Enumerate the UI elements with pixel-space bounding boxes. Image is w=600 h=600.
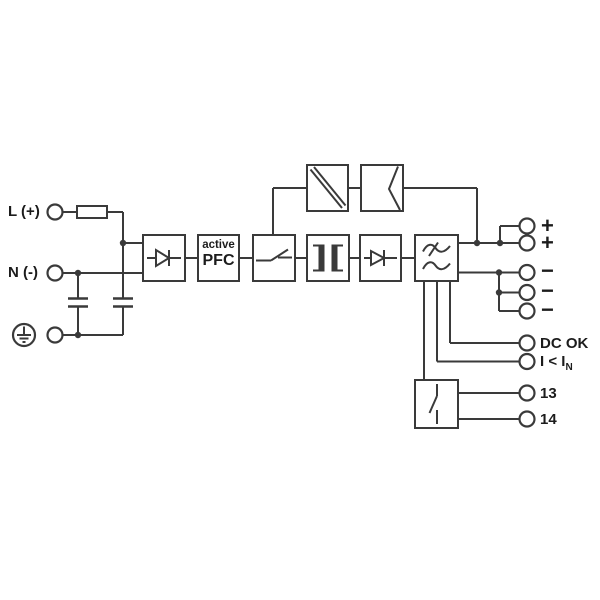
switch-icon <box>256 248 292 262</box>
terminal-n <box>46 264 64 282</box>
label-neutral-input: N (-) <box>8 264 38 281</box>
terminal-i-less-in <box>518 352 536 371</box>
terminal-minus-1 <box>518 263 536 282</box>
label-i-less-main: I < I <box>540 353 566 370</box>
diode-icon <box>147 248 181 268</box>
input-wiring <box>11 203 143 348</box>
fuse-icon <box>76 205 108 219</box>
label-pfc-active: active <box>202 239 235 251</box>
feedback-chevron-icon <box>387 166 401 211</box>
function-blocks <box>142 164 459 429</box>
label-minus-2: − <box>541 278 554 303</box>
label-line-input: L (+) <box>8 203 40 220</box>
terminal-13 <box>518 384 536 402</box>
transformer-icon <box>313 244 343 272</box>
junction-dot <box>119 239 127 247</box>
label-relay-13: 13 <box>540 384 557 402</box>
output-wiring <box>423 225 520 420</box>
diode-icon <box>364 249 397 267</box>
terminal-l <box>46 203 64 221</box>
feedback-wiring <box>272 187 478 243</box>
terminal-plus-2 <box>518 234 536 252</box>
terminal-minus-3 <box>518 302 536 320</box>
junction-dot <box>74 269 82 277</box>
converter-diagonal-icon <box>309 166 347 209</box>
capacitor-icon <box>113 297 133 308</box>
filter-block <box>414 234 459 282</box>
earth-icon <box>11 322 37 348</box>
output-terminals <box>518 217 536 428</box>
transformer-block <box>306 234 350 282</box>
junction-dot <box>473 239 481 247</box>
terminal-plus-1 <box>518 217 536 235</box>
label-pfc: PFC <box>202 252 235 269</box>
label-i-less-than-in: I < IN <box>540 354 573 373</box>
junction-dot <box>496 239 504 247</box>
terminal-pe <box>46 326 64 344</box>
label-relay-14: 14 <box>540 410 557 428</box>
label-plus-2: + <box>541 230 554 255</box>
junction-dot <box>74 331 82 339</box>
junction-dot <box>495 269 503 276</box>
active-pfc-block <box>197 234 240 282</box>
label-dc-ok: DC OK <box>540 334 589 352</box>
label-minus-1: − <box>541 258 554 283</box>
filter-icon <box>422 241 451 271</box>
label-minus-3: − <box>541 296 554 322</box>
label-i-less-sub: N <box>565 362 573 373</box>
relay-contact-icon <box>428 384 438 424</box>
capacitor-icon <box>68 297 88 308</box>
label-plus-1: + <box>541 213 554 238</box>
terminal-minus-2 <box>518 283 536 302</box>
terminal-dc-ok <box>518 334 536 352</box>
junction-dot <box>495 289 503 296</box>
terminal-14 <box>518 410 536 428</box>
